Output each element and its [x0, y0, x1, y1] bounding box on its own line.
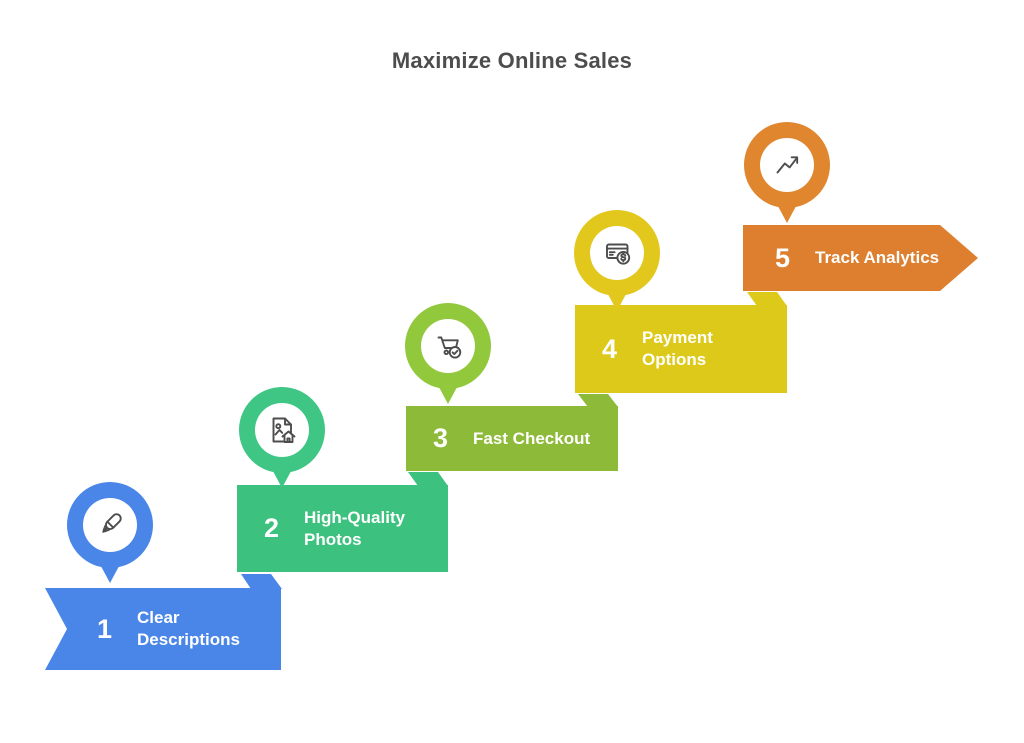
step-1-block: 1 Clear Descriptions	[45, 588, 281, 670]
step-3-block: 3 Fast Checkout	[406, 406, 618, 471]
step-number: 2	[264, 513, 280, 543]
step-number: 5	[775, 242, 791, 273]
step-label: Fast Checkout	[473, 428, 591, 448]
photo-file-icon	[239, 387, 325, 488]
fold-connector-2-3	[408, 472, 448, 486]
fold-connector-1-2	[241, 574, 282, 589]
step-1-marker	[67, 482, 153, 584]
step-2-marker	[239, 387, 325, 489]
step-label: Clear Descriptions	[137, 608, 240, 649]
pen-icon	[67, 482, 153, 583]
step-5-block: 5 Track Analytics	[743, 225, 978, 291]
step-2-block: 2 High-Quality Photos	[237, 485, 448, 572]
step-4-marker	[574, 210, 660, 312]
step-5-marker	[744, 122, 830, 224]
step-number: 1	[97, 613, 113, 644]
step-label: Payment Options	[642, 328, 713, 369]
fold-connector-4-5	[747, 292, 787, 306]
step-label: Track Analytics	[815, 248, 940, 268]
step-3-marker	[405, 303, 491, 405]
step-number: 4	[602, 333, 618, 364]
page-title: Maximize Online Sales	[391, 48, 633, 73]
step-4-block: 4 Payment Options	[575, 305, 787, 393]
step-number: 3	[433, 423, 449, 453]
trend-up-icon	[744, 122, 830, 223]
credit-card-icon	[574, 210, 660, 311]
step-label: High-Quality Photos	[304, 507, 406, 549]
cart-check-icon	[405, 303, 491, 404]
fold-connector-3-4	[578, 394, 618, 407]
